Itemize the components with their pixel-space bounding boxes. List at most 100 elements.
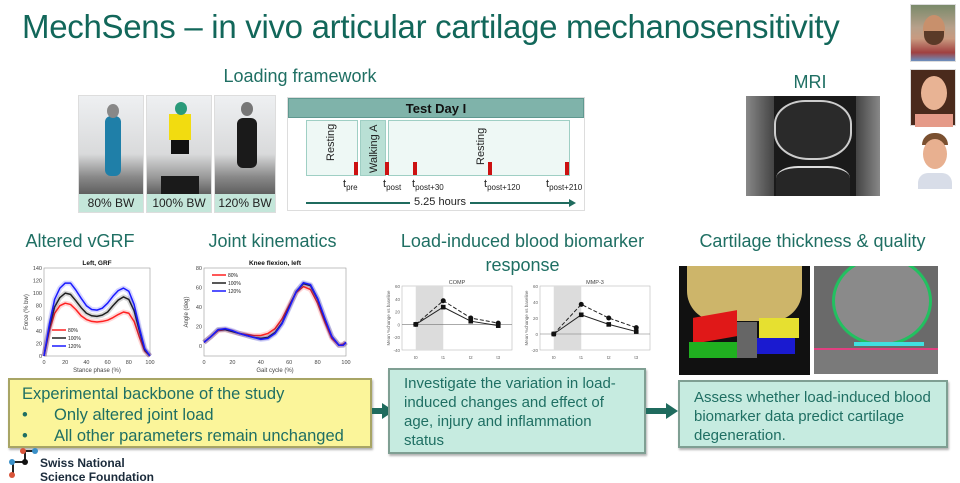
y-tick-label: 60: [36, 316, 42, 322]
series-line-80%: [43, 302, 151, 357]
y-tick-label: 80: [196, 266, 202, 272]
x-tick-label: 100: [145, 360, 154, 366]
investigate-text: Investigate the variation in load-induce…: [404, 375, 616, 449]
t: t: [343, 178, 347, 190]
phase-label: Walking A: [368, 124, 380, 173]
snf-logo-icon: [9, 448, 38, 480]
legend-label: 120%: [228, 289, 241, 295]
sub: post+120: [487, 183, 521, 193]
series-line-solid: [553, 314, 637, 335]
y-tick-label: -20: [393, 335, 400, 340]
x-tick-label: 0: [202, 360, 205, 366]
altered-vgrf-heading: Altered vGRF: [25, 231, 135, 251]
y-tick-label: 20: [196, 325, 202, 331]
timepoint-label-pre: tpre: [343, 178, 358, 192]
data-point: [440, 304, 446, 310]
y-tick-label: 40: [196, 305, 202, 311]
series-line-dashed: [415, 300, 499, 325]
timepoint-marker: [488, 162, 492, 175]
x-tick-label: t1: [441, 355, 445, 360]
phase-resting-post: Resting: [388, 120, 570, 176]
legend-label: 80%: [68, 328, 79, 334]
x-tick-label: 80: [126, 360, 132, 366]
backbone-bullet: • All other parameters remain unchanged: [22, 426, 358, 447]
y-tick-label: 40: [36, 329, 42, 335]
data-point: [551, 331, 557, 337]
y-tick-label: 40: [533, 300, 539, 305]
duration-arrowhead-icon: [569, 199, 576, 207]
timeline-header: Test Day I: [288, 98, 584, 118]
photo-caption: 100% BW: [147, 194, 211, 212]
chart-title: Knee flexion, left: [249, 260, 302, 267]
team-photo-3: [914, 131, 956, 189]
x-tick-label: 20: [229, 360, 235, 366]
timepoint-label-post: tpost: [383, 178, 401, 192]
x-tick-label: t1: [579, 355, 583, 360]
x-tick-label: 60: [105, 360, 111, 366]
legend-label: 120%: [68, 344, 81, 350]
x-tick-label: t2: [469, 355, 473, 360]
y-tick-label: 120: [33, 279, 42, 285]
bullet-text: Only altered joint load: [54, 406, 214, 424]
bullet-text: All other parameters remain unchanged: [54, 427, 344, 445]
y-tick-label: 80: [36, 304, 42, 310]
x-tick-label: t0: [414, 355, 418, 360]
y-tick-label: 60: [533, 284, 539, 289]
bullet-icon: •: [22, 406, 28, 424]
y-tick-label: 100: [33, 291, 42, 297]
assess-box: Assess whether load-induced blood biomar…: [678, 380, 948, 448]
duration-label: 5.25 hours: [410, 196, 470, 208]
chart-title: Left, GRF: [82, 260, 111, 267]
x-tick-label: 60: [286, 360, 292, 366]
assess-text: Assess whether load-induced blood biomar…: [694, 389, 931, 444]
timepoint-marker: [413, 162, 417, 175]
loading-framework-heading: Loading framework: [223, 66, 377, 86]
cartilage-quality-image: [814, 266, 938, 374]
data-point: [578, 312, 584, 318]
data-point: [440, 298, 446, 304]
timepoint-marker: [565, 162, 569, 175]
snf-line1: Swiss National: [40, 456, 125, 470]
y-tick-label: 0: [535, 332, 538, 337]
y-tick-label: 60: [395, 284, 401, 289]
y-tick-label: 20: [533, 316, 539, 321]
data-point: [606, 322, 612, 327]
team-photo-2: [910, 69, 956, 127]
team-photo-1: [910, 4, 956, 62]
y-tick-label: 60: [196, 286, 202, 292]
treadmill-photo-100: 100% BW: [146, 95, 212, 213]
snf-logo-text: Swiss National Science Foundation: [40, 456, 154, 483]
timepoint-label-post30: tpost+30: [412, 178, 444, 192]
x-tick-label: t2: [607, 355, 611, 360]
biomarker-heading-line2: response: [485, 255, 560, 275]
data-point: [633, 329, 639, 334]
snf-line2: Science Foundation: [40, 470, 155, 483]
backbone-box: Experimental backbone of the study •Only…: [8, 378, 372, 448]
x-tick-label: 0: [42, 360, 45, 366]
treadmill-photo-80: 80% BW: [78, 95, 144, 213]
page-title: MechSens – in vivo articular cartilage m…: [22, 8, 840, 45]
phase-label: Resting: [475, 127, 487, 165]
data-point: [606, 315, 612, 321]
shaded-region: [415, 286, 444, 350]
x-tick-label: t3: [634, 355, 638, 360]
y-axis-label: Angle (deg): [184, 296, 190, 327]
backbone-bullet: • Only altered joint load: [22, 405, 358, 426]
phase-label: Resting: [325, 123, 337, 161]
test-day-timeline: Test Day I Resting Walking A Resting tpr…: [287, 97, 585, 211]
y-tick-label: 140: [33, 266, 42, 272]
photo-caption: 120% BW: [215, 194, 275, 212]
y-tick-label: 0: [397, 322, 400, 327]
timepoint-marker: [385, 162, 389, 175]
mri-image: [746, 96, 880, 196]
y-tick-label: 20: [395, 310, 401, 315]
cartilage-heading: Cartilage thickness & quality: [699, 231, 926, 251]
x-axis-label: Gait cycle (%): [256, 368, 293, 374]
series-line-100%: [43, 292, 151, 357]
y-axis-label: Mean %change vs baseline: [524, 290, 529, 346]
bullet-icon: •: [22, 427, 28, 445]
photo-caption: 80% BW: [79, 194, 143, 212]
y-tick-label: 0: [199, 344, 202, 350]
